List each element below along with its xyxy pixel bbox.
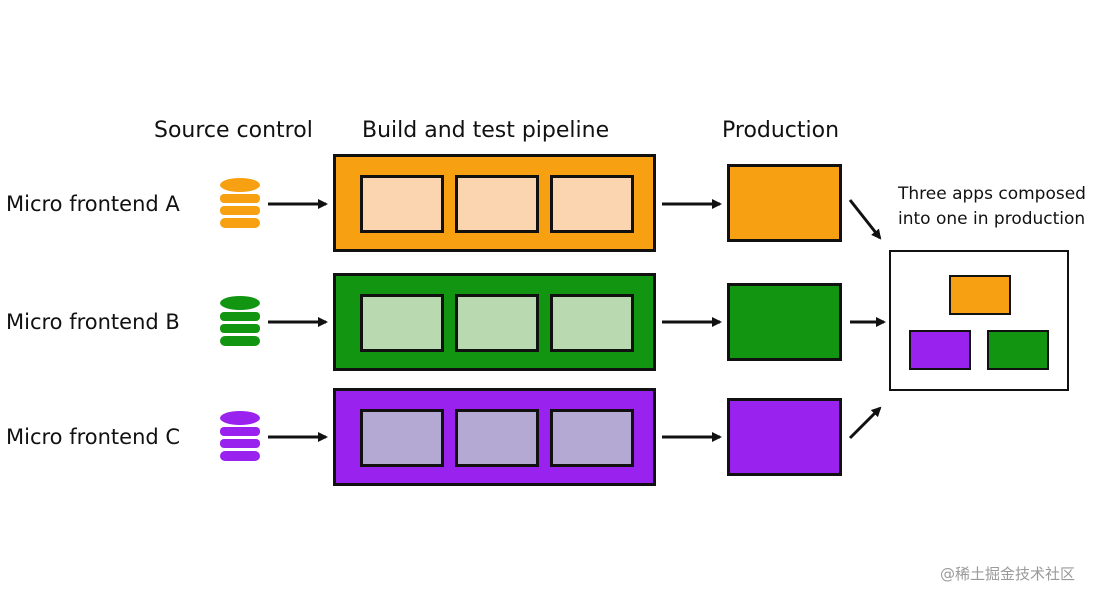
production-app-b (727, 283, 842, 361)
caption-line-2: into one in production (898, 209, 1086, 229)
composed-app-b (987, 330, 1049, 370)
pipeline-b (333, 273, 656, 371)
header-pipeline: Build and test pipeline (362, 118, 610, 143)
watermark: @稀土掘金技术社区 (940, 565, 1076, 583)
pipeline-stage (550, 409, 634, 467)
pipeline-stage (550, 175, 634, 233)
right-arrow-icon (850, 317, 886, 327)
production-app-a (727, 164, 842, 242)
header-production: Production (722, 118, 840, 143)
pipeline-stage (360, 409, 444, 467)
row-label-a: Micro frontend A (6, 192, 180, 216)
right-arrow-icon (268, 199, 328, 209)
header-source-control: Source control (154, 118, 313, 143)
database-icon (220, 411, 260, 461)
database-icon (220, 178, 260, 228)
pipeline-stage (455, 294, 539, 352)
pipeline-stage (455, 175, 539, 233)
right-arrow-icon (268, 317, 328, 327)
database-icon (220, 296, 260, 346)
caption-line-1: Three apps composed (898, 184, 1086, 204)
row-label-c: Micro frontend C (6, 425, 181, 449)
pipeline-stage (455, 409, 539, 467)
pipeline-a (333, 154, 656, 252)
pipeline-stage (360, 294, 444, 352)
production-app-c (727, 398, 842, 476)
composed-app (889, 250, 1069, 391)
pipeline-stage (550, 294, 634, 352)
right-arrow-icon (662, 432, 722, 442)
diagonal-arrow-icon (848, 199, 882, 240)
composed-app-c (909, 330, 971, 370)
right-arrow-icon (268, 432, 328, 442)
right-arrow-icon (662, 199, 722, 209)
pipeline-c (333, 388, 656, 486)
composed-app-a (949, 275, 1011, 315)
row-label-b: Micro frontend B (6, 310, 180, 334)
right-arrow-icon (662, 317, 722, 327)
diagonal-arrow-icon (848, 406, 882, 440)
pipeline-stage (360, 175, 444, 233)
composition-caption: Three apps composed into one in producti… (898, 182, 1086, 232)
